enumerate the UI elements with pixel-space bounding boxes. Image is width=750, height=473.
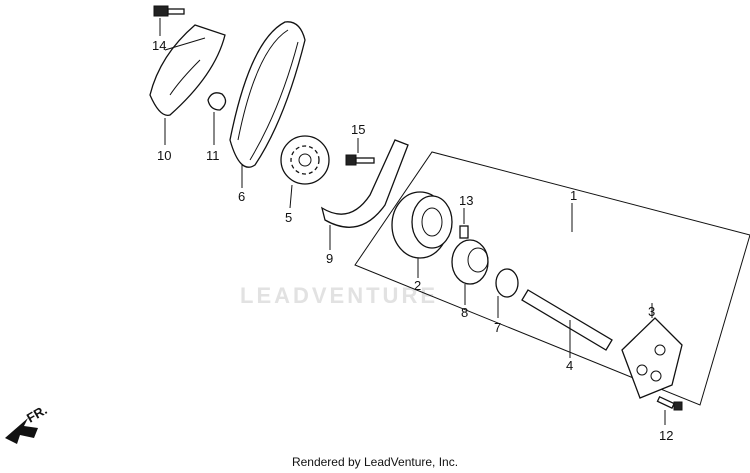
front-direction-arrow-icon: FR. xyxy=(5,402,50,444)
callout-11: 11 xyxy=(206,148,220,163)
outer-rotor-8 xyxy=(451,239,489,305)
render-credit: Rendered by LeadVenture, Inc. xyxy=(291,455,459,469)
callout-3: 3 xyxy=(648,304,655,319)
callout-5: 5 xyxy=(285,210,292,225)
watermark-text: LEADVENTURE xyxy=(240,283,438,308)
bolt-15 xyxy=(345,138,375,166)
pump-shaft-4 xyxy=(521,289,613,358)
callout-14: 14 xyxy=(152,38,166,53)
callout-12: 12 xyxy=(659,428,673,443)
clip-11 xyxy=(207,92,227,145)
bolt-14 xyxy=(153,5,185,36)
callout-15: 15 xyxy=(351,122,365,137)
assembly-outline xyxy=(354,151,750,406)
pump-cover-3 xyxy=(621,303,683,399)
callout-13: 13 xyxy=(459,193,473,208)
sprocket-5 xyxy=(280,135,330,209)
callout-6: 6 xyxy=(238,189,245,204)
chain-cover-10 xyxy=(149,24,226,145)
callout-1: 1 xyxy=(570,188,577,203)
callout-7: 7 xyxy=(494,320,501,335)
inner-rotor-7 xyxy=(495,268,519,318)
front-label: FR. xyxy=(24,402,50,425)
pump-body-2 xyxy=(391,191,453,278)
pin-13 xyxy=(459,208,469,239)
chain-guide-9 xyxy=(320,139,409,250)
callout-8: 8 xyxy=(461,305,468,320)
bolt-12 xyxy=(656,395,683,425)
callout-4: 4 xyxy=(566,358,573,373)
callout-10: 10 xyxy=(157,148,171,163)
callout-9: 9 xyxy=(326,251,333,266)
chain-6 xyxy=(229,21,306,188)
callout-2: 2 xyxy=(414,278,421,293)
